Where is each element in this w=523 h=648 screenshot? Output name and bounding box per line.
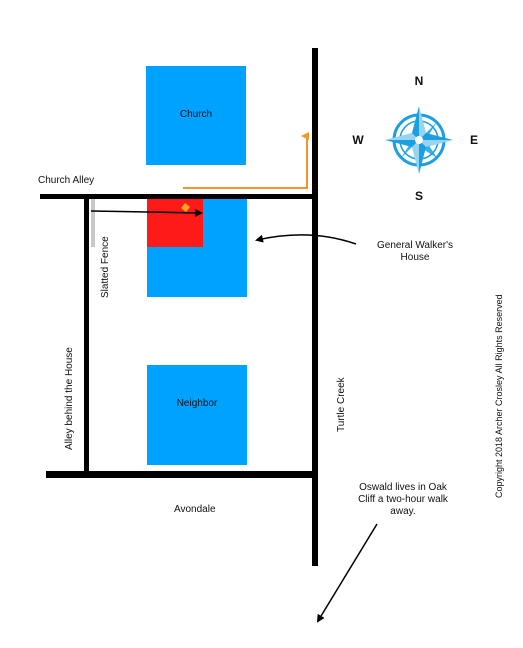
church-building	[146, 66, 246, 165]
compass-south: S	[414, 189, 423, 203]
turtle-creek-road	[312, 48, 318, 566]
walker-house-pointer	[255, 234, 357, 245]
general-walker-line2: House	[400, 252, 430, 263]
avondale-label: Avondale	[174, 504, 216, 515]
highlighted-window-area	[147, 197, 203, 247]
compass-west: W	[352, 133, 364, 147]
oswald-note-line1: Oswald lives in Oak	[359, 482, 447, 493]
turtle-creek-label: Turtle Creek	[336, 377, 347, 432]
oak-cliff-arrow	[316, 523, 378, 623]
bullet-marker	[181, 203, 190, 212]
alley-behind-house-label: Alley behind the House	[64, 347, 75, 450]
compass-north: N	[414, 74, 424, 88]
oswald-note: Oswald lives in Oak Cliff a two-hour wal…	[348, 482, 458, 518]
slatted-fence	[91, 199, 95, 247]
avondale-road	[46, 471, 317, 478]
oswald-note-line3: away.	[390, 506, 416, 517]
compass-rose-icon	[385, 106, 453, 174]
neighbor-building	[147, 365, 247, 465]
church-alley-label: Church Alley	[38, 175, 95, 186]
shot-arrow	[90, 208, 203, 217]
general-walker-label: General Walker's House	[365, 240, 465, 264]
church-label: Church	[179, 109, 213, 120]
oswald-note-line2: Cliff a two-hour walk	[358, 494, 448, 505]
copyright-text: Copyright 2018 Archer Crosley All Rights…	[494, 294, 504, 498]
neighbor-label: Neighbor	[176, 398, 218, 409]
escape-route	[183, 132, 309, 189]
alley-behind-house-road	[84, 197, 89, 473]
church-alley-road	[40, 194, 317, 199]
compass-east: E	[469, 133, 478, 147]
slatted-fence-label: Slatted Fence	[100, 236, 111, 298]
general-walker-line1: General Walker's	[376, 240, 453, 251]
